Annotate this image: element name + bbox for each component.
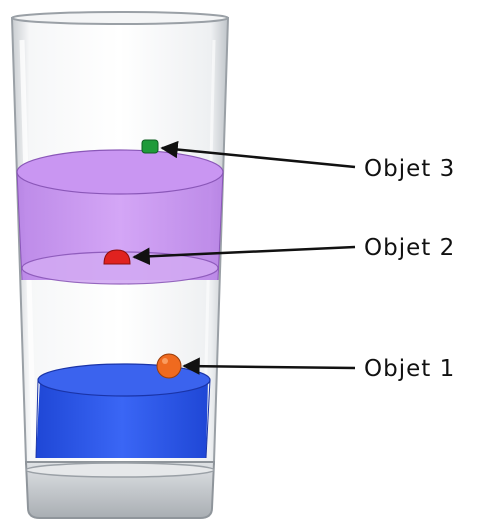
label-object-3: Objet 3 xyxy=(364,156,455,182)
object-1 xyxy=(156,353,182,379)
object-3 xyxy=(141,139,159,154)
glass-base-top xyxy=(25,462,215,478)
arrow-object-2 xyxy=(132,245,356,266)
label-object-2: Objet 2 xyxy=(364,235,455,261)
arrow-object-3 xyxy=(160,140,356,169)
arrow-object-1 xyxy=(182,357,356,375)
object-2 xyxy=(103,249,131,265)
label-object-1: Objet 1 xyxy=(364,356,455,382)
purple-liquid xyxy=(16,149,224,285)
blue-liquid xyxy=(35,363,211,459)
glass-rim xyxy=(11,11,229,25)
